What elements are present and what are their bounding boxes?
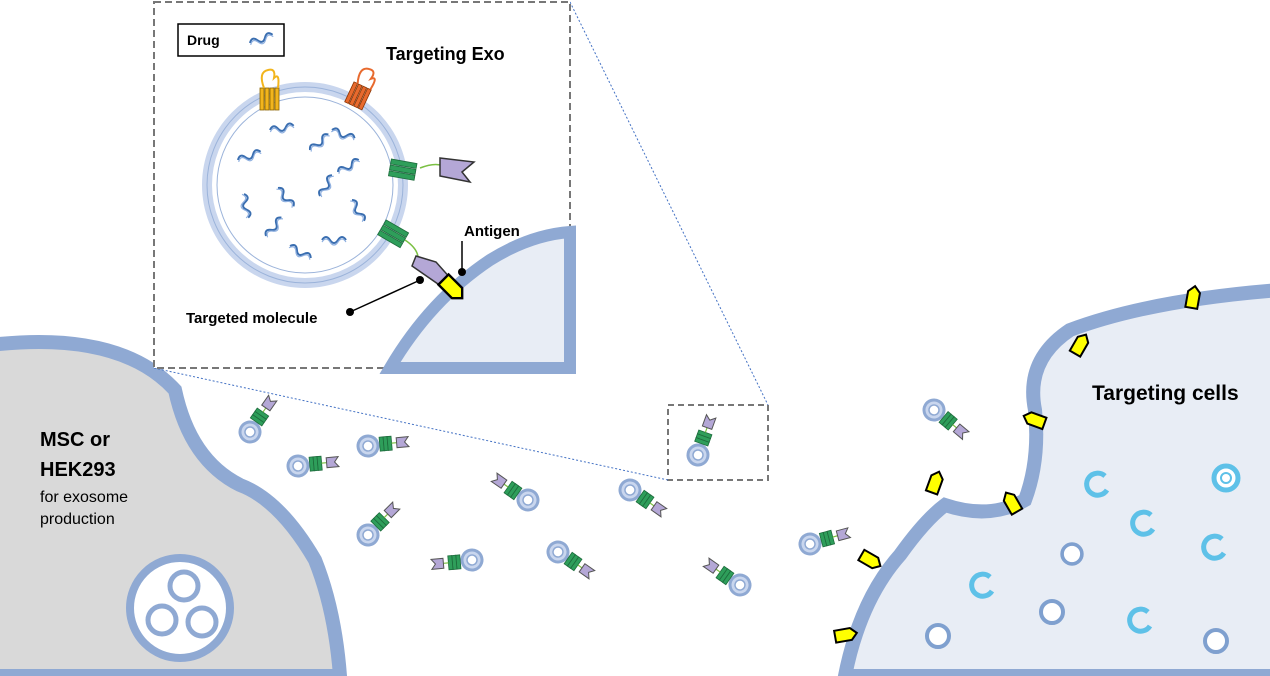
- exosome-icon: [352, 413, 417, 475]
- receptor-icon: [344, 67, 376, 111]
- targeted-molecule-icon: [377, 219, 410, 249]
- free-exosomes: [228, 389, 974, 607]
- zoom-connector: [153, 367, 669, 481]
- inset-title: Targeting Exo: [386, 44, 505, 64]
- source-cell: MSC or HEK293 for exosome production: [0, 335, 348, 676]
- exosome-icon: [351, 497, 408, 549]
- source-cell-line2: HEK293: [40, 459, 116, 481]
- receptor-icon: [259, 68, 280, 111]
- exosome-icon: [543, 530, 601, 592]
- source-cell-line3: for exosome: [40, 489, 128, 506]
- ligand-icon: [439, 157, 476, 184]
- exosome-icon: [423, 531, 488, 593]
- zoom-connector: [569, 1, 769, 406]
- target-cell: Targeting cells: [833, 283, 1270, 676]
- inset-panel: Drug Targeting Exo: [153, 1, 576, 374]
- antigen-label: Antigen: [464, 223, 520, 240]
- exosome-icon: [282, 433, 347, 495]
- targeted-molecule-label: Targeted molecule: [186, 310, 317, 327]
- exosome-icon: [697, 545, 755, 607]
- exosome-icon: [485, 460, 543, 522]
- source-cell-line4: production: [40, 511, 115, 528]
- antigen-icon: [857, 548, 885, 573]
- multivesicular-body: [126, 554, 234, 662]
- drug-legend: Drug: [177, 23, 285, 57]
- internal-vesicles: [925, 463, 1241, 654]
- antigen-icon: [924, 468, 946, 496]
- legend-label: Drug: [187, 32, 220, 48]
- exosome-icon: [671, 407, 736, 471]
- exosome-icon: [920, 391, 974, 450]
- zoom-region-box: [667, 404, 769, 481]
- exosome-large: [202, 82, 408, 288]
- source-cell-line1: MSC or: [40, 429, 110, 451]
- antigen-icon: [1184, 284, 1202, 310]
- target-cell-label: Targeting cells: [1092, 382, 1239, 405]
- exosome-icon: [228, 389, 290, 447]
- targeted-molecule-icon: [387, 158, 418, 181]
- exosome-icon: [795, 511, 857, 568]
